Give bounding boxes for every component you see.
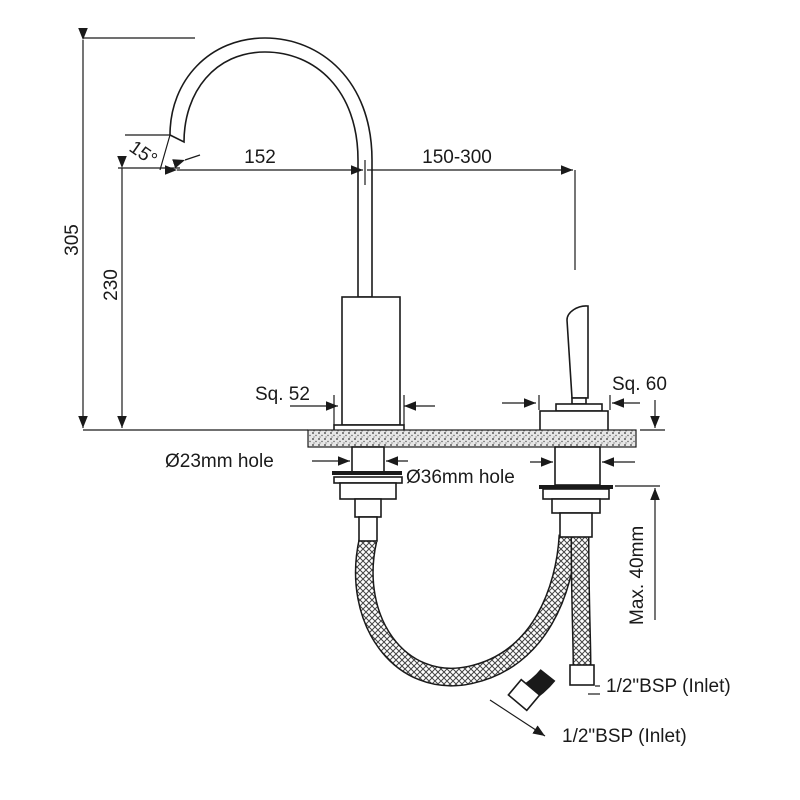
label-spout-reach: 152 bbox=[244, 147, 276, 168]
countertop bbox=[307, 429, 637, 448]
inlet-connector-left bbox=[507, 678, 541, 712]
hoses bbox=[354, 534, 595, 712]
label-spout-height: 230 bbox=[101, 269, 122, 301]
dimension-lines bbox=[78, 28, 665, 737]
label-spout-base: Sq. 52 bbox=[255, 384, 310, 405]
label-spout-hole: Ø23mm hole bbox=[165, 451, 274, 472]
label-handle-spacing: 150-300 bbox=[422, 147, 492, 168]
label-handle-base: Sq. 60 bbox=[612, 374, 667, 395]
label-total-height: 305 bbox=[62, 224, 83, 256]
inlet-connector-right bbox=[569, 664, 595, 686]
label-handle-hole: Ø36mm hole bbox=[406, 467, 515, 488]
label-spout-angle: 15° bbox=[125, 137, 161, 171]
spout-body bbox=[341, 296, 401, 426]
label-inlet-right: 1/2"BSP (Inlet) bbox=[606, 676, 731, 697]
label-max-thickness: Max. 40mm bbox=[627, 526, 648, 625]
label-inlet-left: 1/2"BSP (Inlet) bbox=[562, 726, 687, 747]
spout bbox=[169, 37, 405, 432]
handle-fixings bbox=[539, 446, 613, 538]
handle bbox=[539, 305, 609, 432]
spout-fixings bbox=[332, 446, 403, 542]
